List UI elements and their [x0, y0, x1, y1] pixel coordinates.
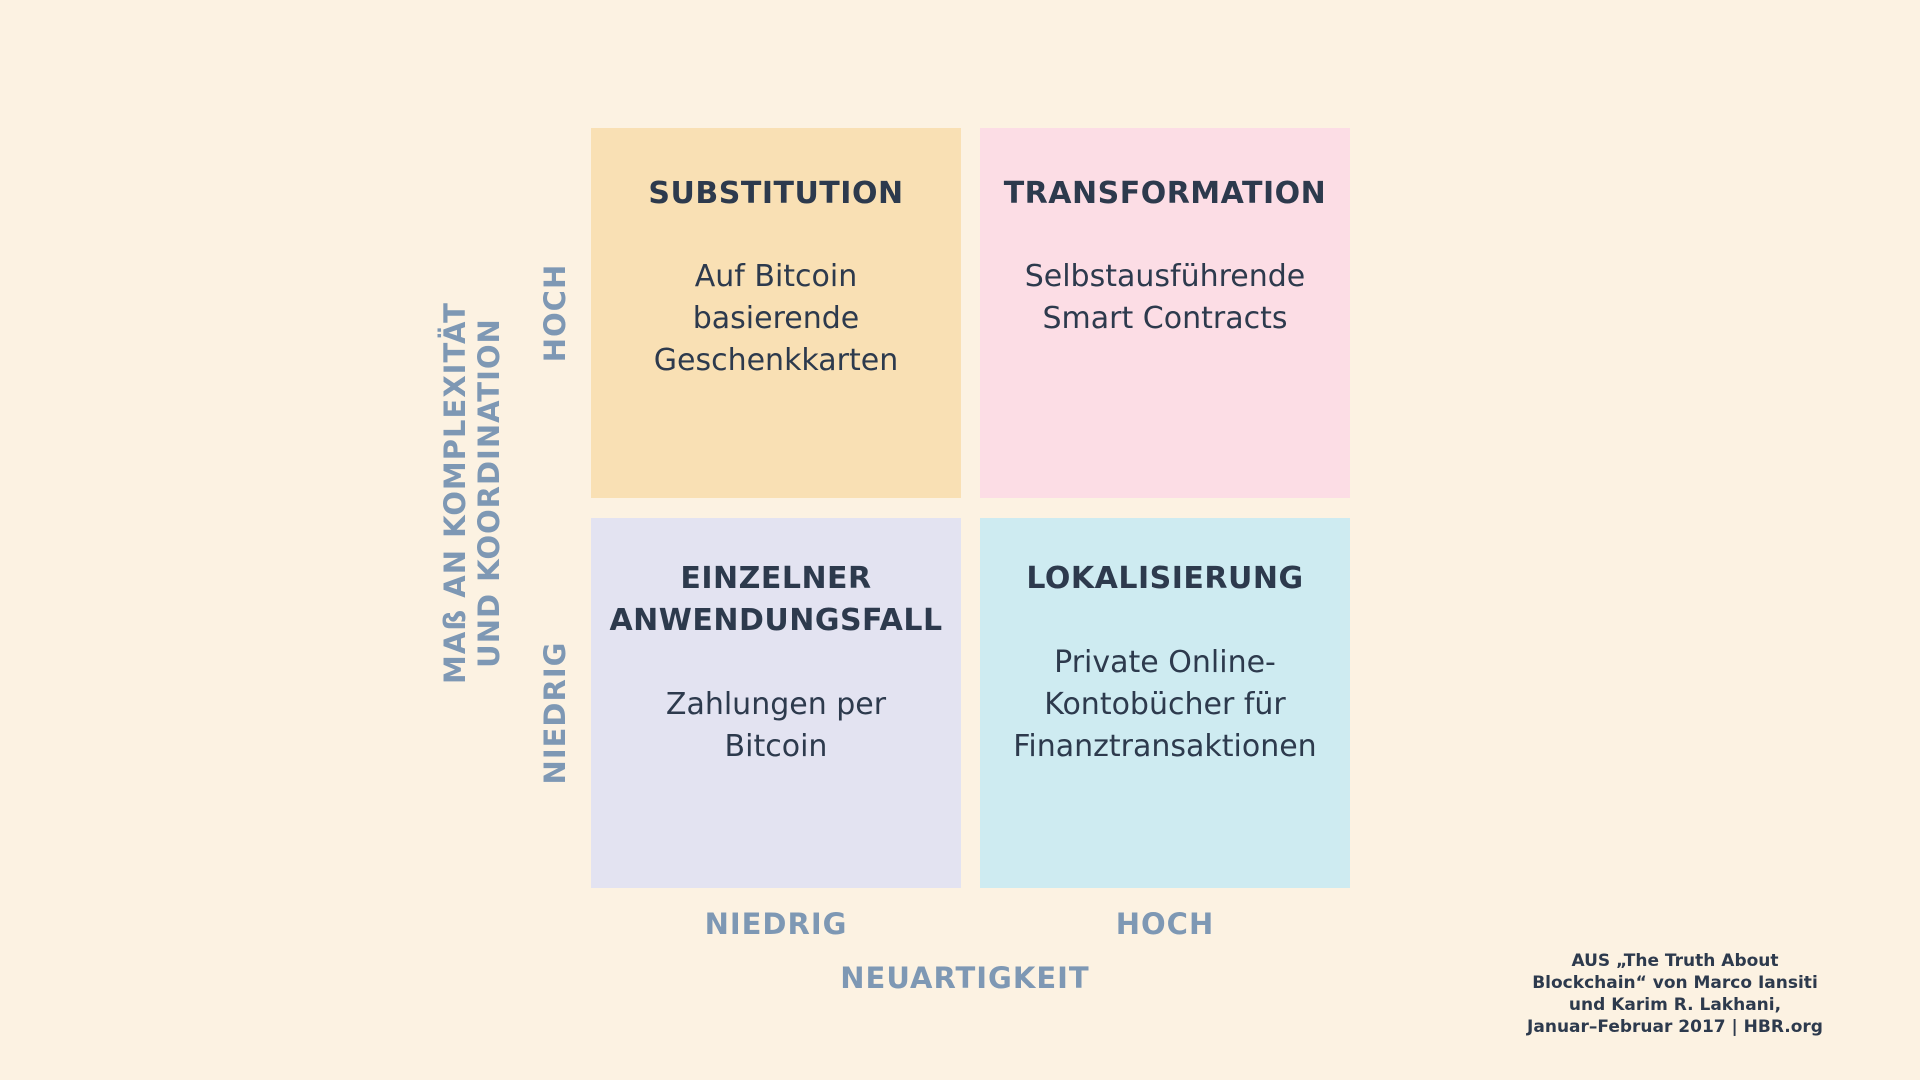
quadrant-title: TRANSFORMATION: [1003, 176, 1327, 211]
quadrant-description: Selbstausführende Smart Contracts: [1024, 259, 1306, 336]
y-axis-low-label: NIEDRIG: [538, 641, 572, 785]
quadrant-substitution: SUBSTITUTION Auf Bitcoin basierende Gesc…: [591, 128, 961, 498]
x-axis-title: NEUARTIGKEIT: [840, 961, 1090, 995]
quadrant-title: LOKALISIERUNG: [1026, 561, 1304, 596]
quadrant-description: Auf Bitcoin basierende Geschenkkarten: [653, 259, 899, 378]
x-axis-high-label: HOCH: [1115, 907, 1215, 941]
y-axis-title: MAß AN KOMPLEXITÄT UND KOORDINATION: [438, 302, 506, 684]
quadrant-title: SUBSTITUTION: [648, 176, 904, 211]
quadrant-transformation: TRANSFORMATION Selbstausführende Smart C…: [980, 128, 1350, 498]
y-axis-high-label: HOCH: [538, 263, 572, 363]
quadrant-title: EINZELNER ANWENDUNGSFALL: [609, 561, 943, 638]
source-citation: AUS „The Truth About Blockchain“ von Mar…: [1527, 951, 1823, 1037]
x-axis-low-label: NIEDRIG: [704, 907, 848, 941]
quadrant-lokalisierung: LOKALISIERUNG Private Online- Kontobüche…: [980, 518, 1350, 888]
quadrant-description: Zahlungen per Bitcoin: [665, 687, 887, 764]
quadrant-einzelner-anwendungsfall: EINZELNER ANWENDUNGSFALL Zahlungen per B…: [591, 518, 961, 888]
quadrant-description: Private Online- Kontobücher für Finanztr…: [1013, 645, 1317, 764]
